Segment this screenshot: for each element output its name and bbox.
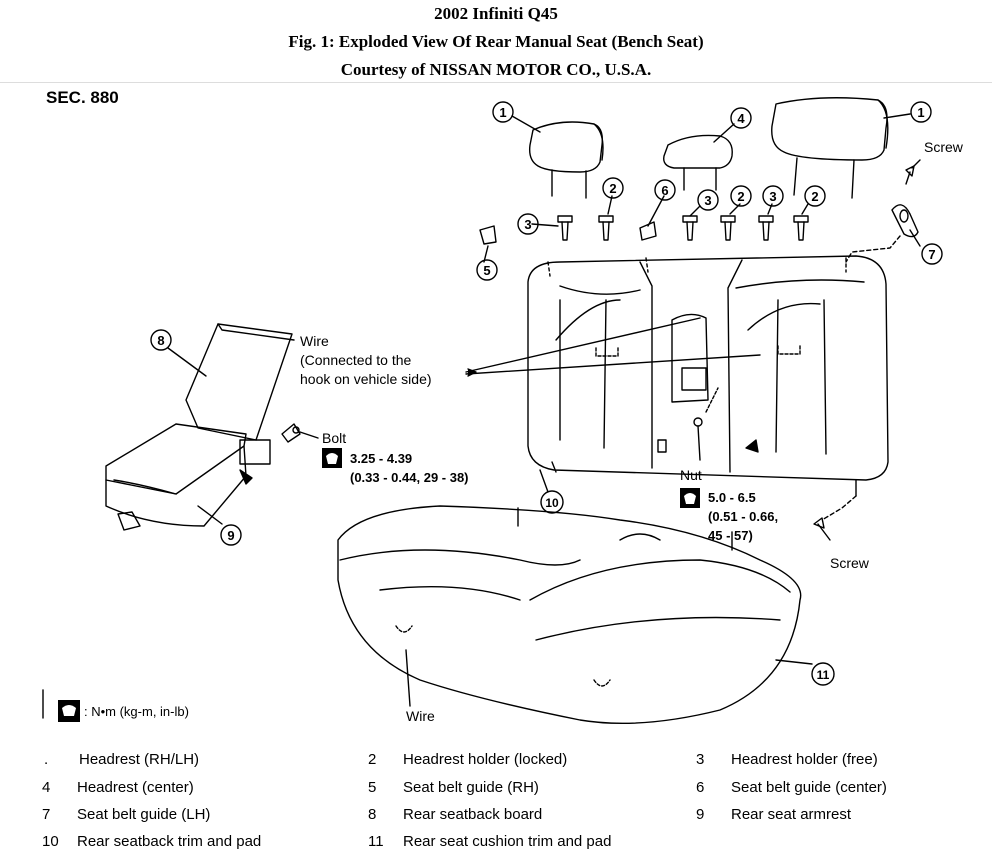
title-model: 2002 Infiniti Q45 [434,4,558,23]
seat-belt-guide-lh [891,204,919,238]
label-screw-bottom: Screw [830,555,869,571]
torque-wrench-icon [680,488,700,508]
title-courtesy: Courtesy of NISSAN MOTOR CO., U.S.A. [340,60,652,79]
torque-nut-1: 5.0 - 6.5 [708,490,756,505]
screw-dashed-line [821,495,857,521]
label-nut: Nut [680,467,702,483]
headrest-right [771,97,889,199]
callout-11: 11 [817,668,830,682]
callout-7: 7 [928,247,935,262]
wire-leader-lines [465,317,761,377]
nut-leader [705,387,719,413]
label-wire-2: (Connected to the [300,352,412,368]
rear-seatback-board [185,323,295,441]
callout-10: 10 [545,496,559,510]
label-screw-top: Screw [924,139,963,155]
callout-2-c: 2 [811,189,818,204]
callout-leaders [167,113,921,665]
torque-nut-2: (0.51 - 0.66, [708,509,779,524]
torque-bolt-2: (0.33 - 0.44, 29 - 38) [350,470,469,485]
callout-8: 8 [157,333,164,348]
torque-wrench-icon [42,689,80,722]
screw-bottom [813,517,831,541]
torque-bolt-1: 3.25 - 4.39 [350,451,413,466]
units-note: : N•m (kg-m, in-lb) [84,704,189,719]
callout-1-right: 1 [917,105,924,120]
guide-dashed-line [845,235,901,263]
callout-4: 4 [737,111,745,126]
wire-bottom-leader [405,649,411,707]
nut-fastener [693,417,703,461]
seat-belt-guide-rh [479,225,497,245]
callout-circles [150,101,943,686]
headrest-holders [557,215,809,241]
header-divider [0,82,992,83]
callout-5: 5 [483,263,490,278]
torque-wrench-icon [322,448,342,468]
label-bolt: Bolt [322,430,347,446]
callout-3-b: 3 [704,193,711,208]
headrest-left [528,121,604,199]
title-figure: Fig. 1: Exploded View Of Rear Manual Sea… [288,32,704,51]
callout-2-a: 2 [609,181,616,196]
headrest-center [663,134,733,191]
callout-1-left: 1 [499,105,506,120]
callout-3-a: 3 [524,217,531,232]
callout-9: 9 [227,528,234,543]
callout-3-c: 3 [769,189,776,204]
rear-seatback [527,255,889,497]
callout-6: 6 [661,183,668,198]
section-label: SEC. 880 [46,88,119,107]
rear-seat-armrest [105,423,271,531]
label-wire-3: hook on vehicle side) [300,371,432,387]
rear-seat-cushion [337,505,802,725]
label-wire-bottom: Wire [406,708,435,724]
label-wire-1: Wire [300,333,329,349]
bolt-fastener [281,423,319,443]
screw-top [905,159,921,185]
torque-nut-3: 45 - 57) [708,528,753,543]
callout-2-b: 2 [737,189,744,204]
